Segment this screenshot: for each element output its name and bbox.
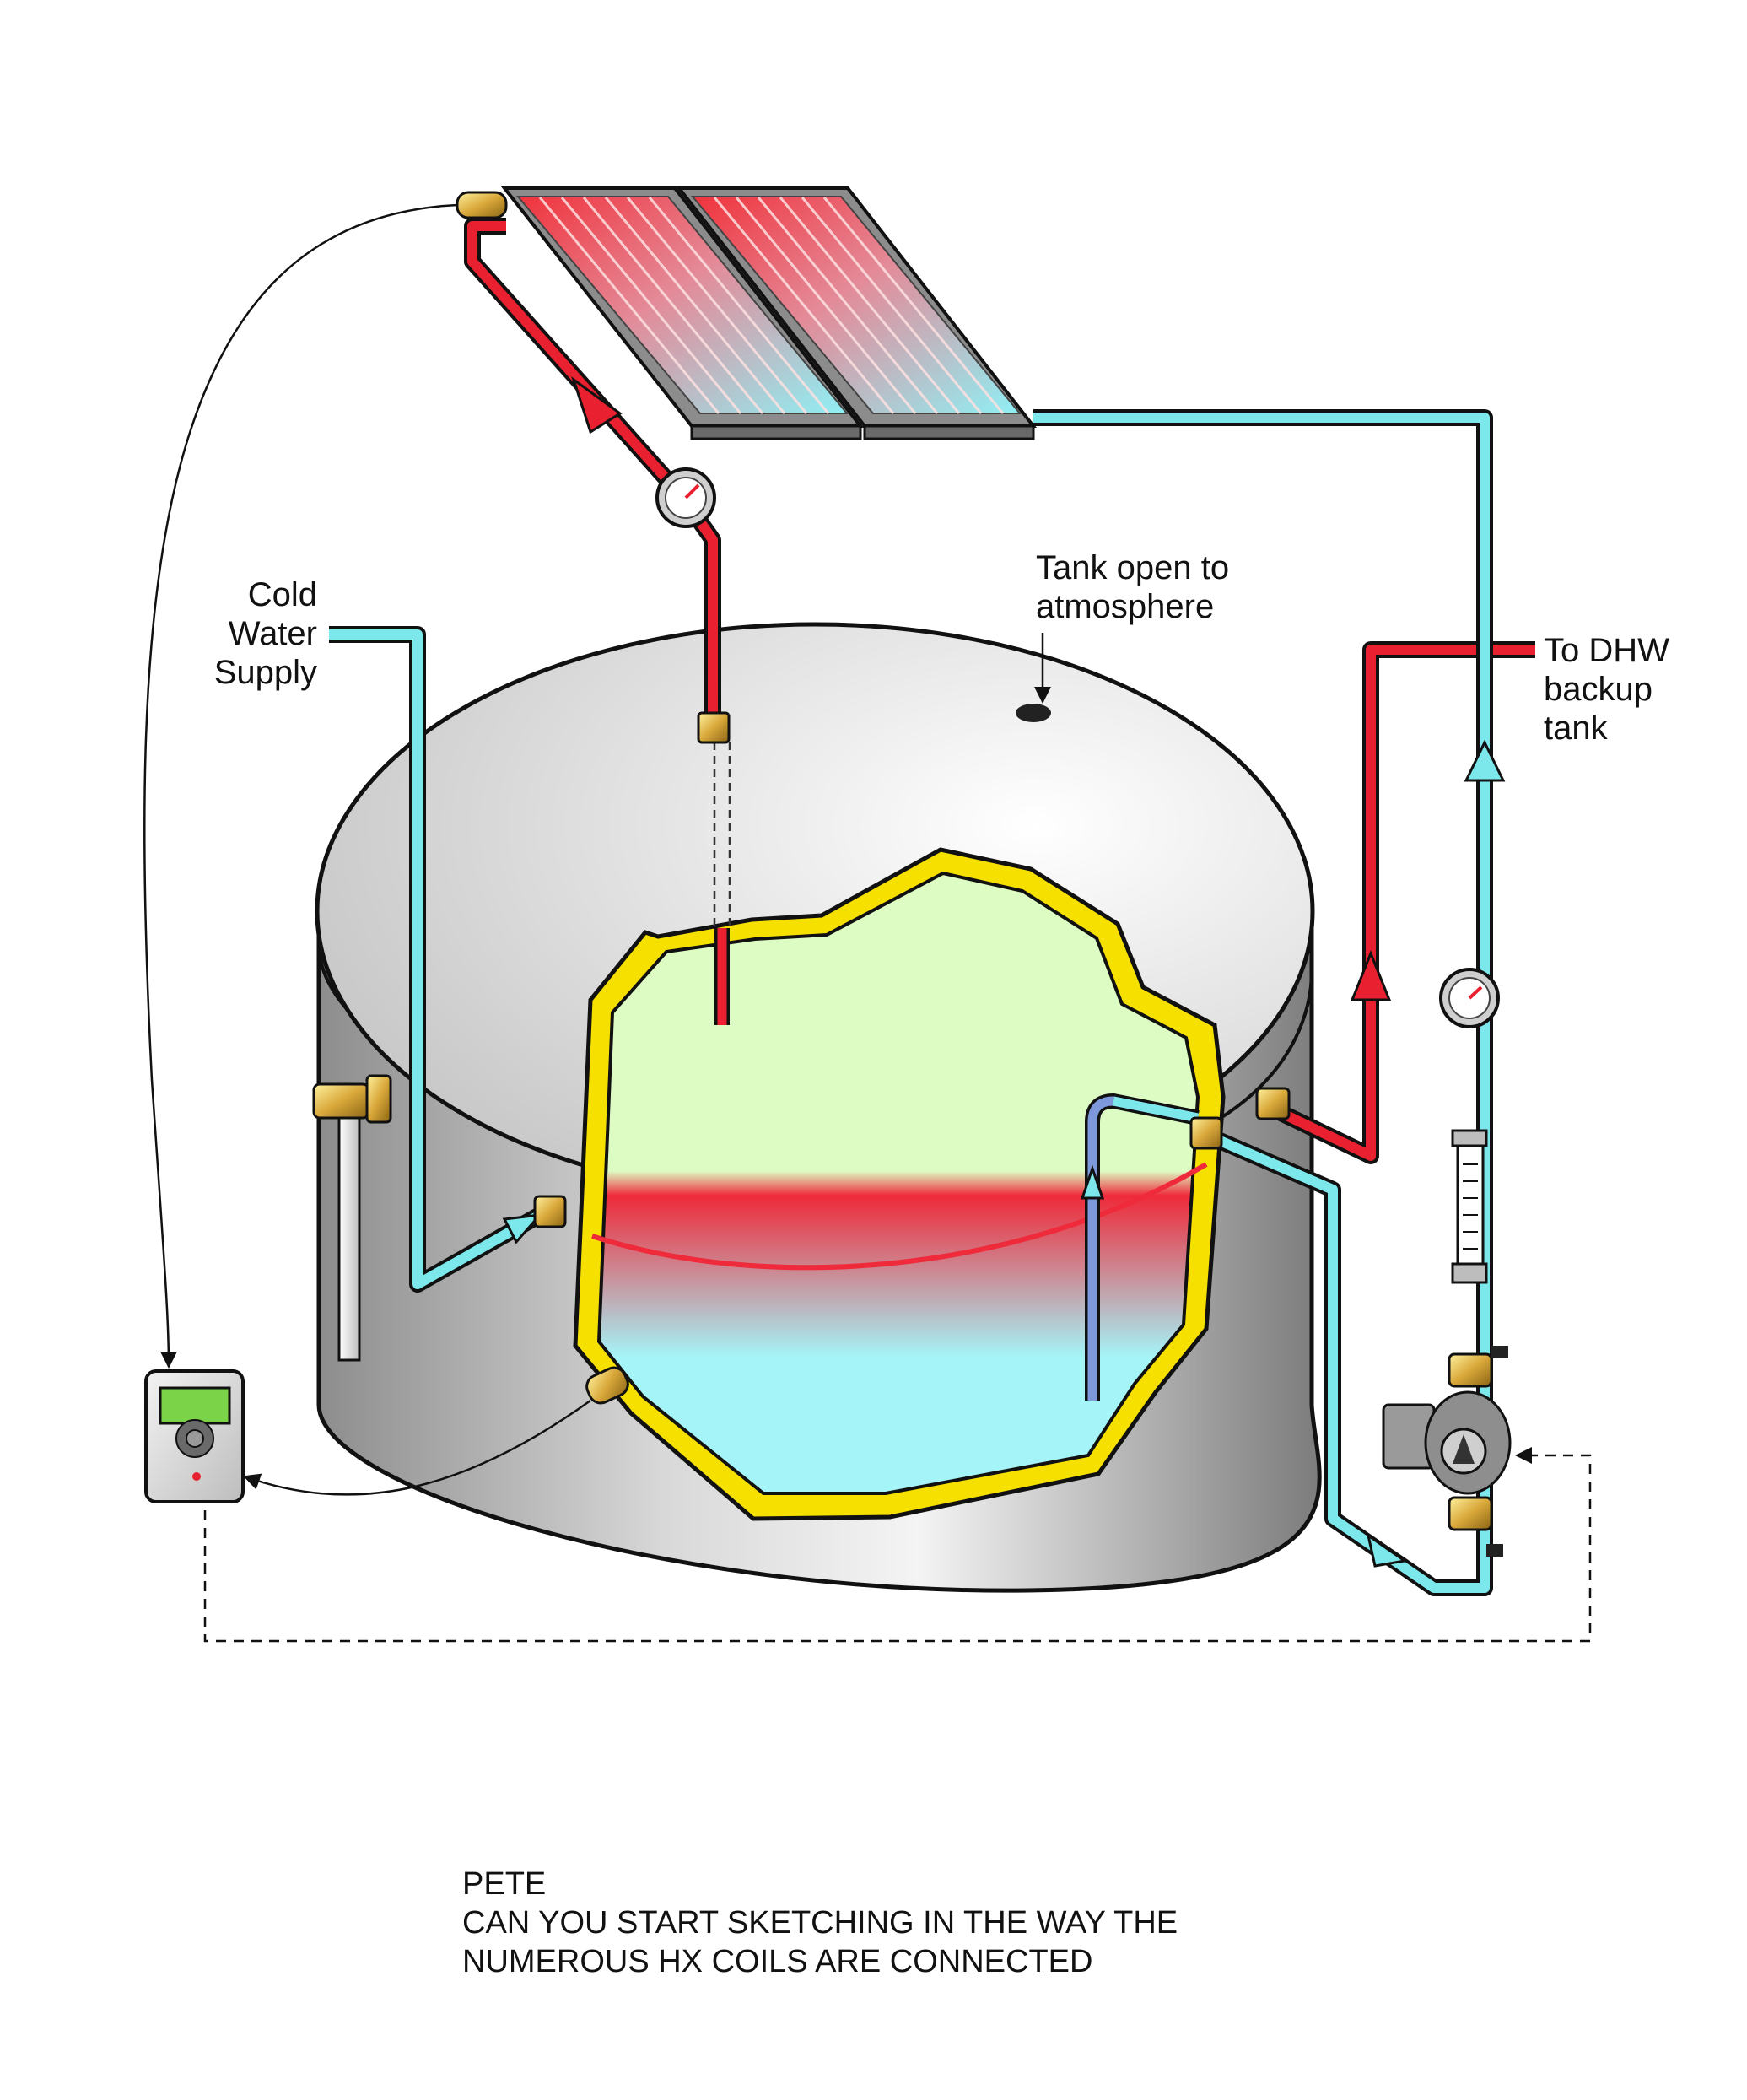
internal-riser: [1080, 1093, 1200, 1401]
tank-cutaway: [573, 847, 1226, 1521]
sketch-note-line: NUMEROUS HX COILS ARE CONNECTED: [462, 1944, 1093, 1979]
flow-meter-icon: [1451, 1129, 1488, 1284]
pump-supply-pipe: [1033, 409, 1506, 1552]
sketch-note: PETE CAN YOU START SKETCHING IN THE WAY …: [462, 1865, 1178, 1981]
collector-sensor: [456, 191, 508, 219]
relief-valve-icon: [312, 1074, 392, 1362]
solar-collector-icon: [500, 186, 865, 440]
flow-arrow-icon: [502, 1213, 543, 1244]
flow-arrow-icon: [1350, 949, 1392, 1001]
solar-collector-array: [456, 186, 1038, 440]
controller-screen: [159, 1386, 231, 1425]
differential-controller-icon: [144, 1369, 245, 1503]
hot-outlet-pipe: [1261, 641, 1535, 1164]
cold-water-supply-pipe: [329, 626, 544, 1293]
hot-supply-pipe: [464, 218, 721, 721]
dhw-label: To DHW backup tank: [1544, 631, 1669, 748]
dhw-label-line: To DHW: [1544, 632, 1669, 669]
pressure-gauge-icon: [655, 467, 716, 528]
tank-vent-hole: [1016, 704, 1051, 722]
tank-temperature-sensor: [585, 1366, 629, 1405]
flow-arrow-icon: [571, 376, 623, 435]
tank-fittings: [312, 711, 1291, 1405]
collector-return-pipe: [1203, 1126, 1493, 1596]
top-inlet-fitting: [697, 711, 731, 744]
cold-water-label-line: Water: [228, 615, 317, 652]
cold-water-label: Cold Water Supply: [211, 575, 317, 692]
hot-outlet-fitting: [1255, 1087, 1291, 1120]
cold-water-label-line: Cold: [247, 576, 317, 613]
sketch-note-line: PETE: [462, 1866, 547, 1902]
dhw-label-line: backup: [1544, 671, 1653, 708]
flow-arrow-icon: [1464, 739, 1506, 782]
pressure-gauge-icon: [1439, 968, 1500, 1028]
sketch-note-line: CAN YOU START SKETCHING IN THE WAY THE: [462, 1905, 1178, 1941]
sensor-wiring: [143, 203, 1592, 1643]
dhw-label-line: tank: [1544, 710, 1608, 747]
return-fitting: [1189, 1116, 1223, 1150]
flow-arrow-icon: [1366, 1532, 1408, 1568]
tank-open-label: Tank open to atmosphere: [1036, 548, 1229, 626]
tank-open-label-line: Tank open to: [1036, 549, 1230, 586]
cold-water-label-line: Supply: [213, 654, 317, 691]
dip-tube: [713, 742, 731, 1025]
tank-open-label-line: atmosphere: [1036, 588, 1215, 625]
circulator-pump-icon: [1382, 1346, 1512, 1557]
cold-inlet-fitting: [533, 1195, 567, 1228]
flow-arrow-icon: [1080, 1164, 1105, 1200]
water-volume: [596, 871, 1200, 1495]
